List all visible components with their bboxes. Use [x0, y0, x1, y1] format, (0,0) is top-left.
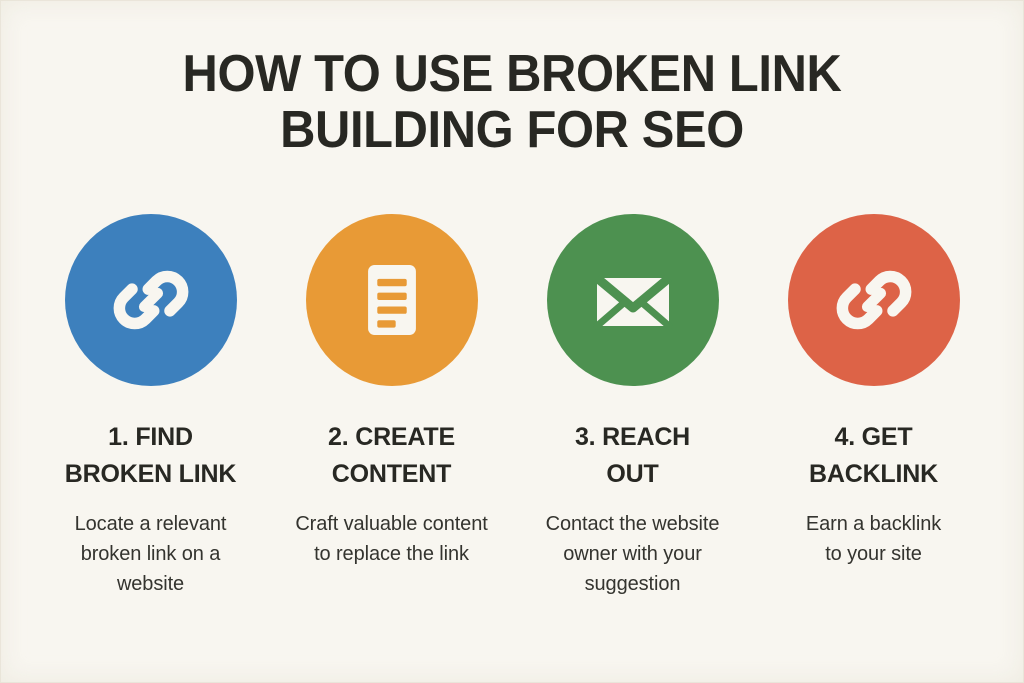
step-3-heading-line-1: 3. REACH: [574, 423, 691, 451]
step-4-description: Earn a backlink to your site: [805, 513, 942, 565]
step-4-icon-circle: [787, 214, 960, 386]
step-3-reach-out: 3. REACH OUT Contact the website owner w…: [512, 214, 753, 599]
step-2-heading: 2. CREATE CONTENT: [328, 419, 455, 493]
step-3-description: Contact the website owner with your sugg…: [545, 513, 720, 595]
step-1-description: Locate a relevant broken link on a websi…: [74, 513, 227, 595]
step-3-heading-line-2: OUT: [606, 460, 659, 488]
envelope-icon: [593, 274, 672, 330]
step-2-heading-line-2: CONTENT: [331, 460, 452, 488]
step-4-heading-line-1: 4. GET: [834, 423, 913, 451]
step-4-heading-line-2: BACKLINK: [809, 460, 938, 488]
step-3-icon-circle: [546, 214, 719, 386]
page-title-line-2: BUILDING FOR SEO: [280, 101, 744, 159]
chain-link-icon: [113, 270, 188, 330]
chain-link-icon: [836, 270, 911, 330]
step-4-heading: 4. GET BACKLINK: [809, 419, 938, 493]
step-4-get-backlink: 4. GET BACKLINK Earn a backlink to your …: [753, 214, 994, 569]
step-2-heading-line-1: 2. CREATE: [328, 423, 455, 451]
page-title-line-1: HOW TO USE BROKEN LINK: [182, 45, 842, 103]
page-title: HOW TO USE BROKEN LINK BUILDING FOR SEO: [0, 46, 1024, 158]
step-3-heading: 3. REACH OUT: [575, 419, 690, 493]
step-1-heading: 1. FIND BROKEN LINK: [64, 419, 237, 493]
step-1-icon-circle: [64, 214, 237, 386]
step-2-description: Craft valuable content to replace the li…: [295, 513, 488, 565]
steps-row: 1. FIND BROKEN LINK Locate a relevant br…: [30, 214, 994, 599]
step-1-heading-line-2: BROKEN LINK: [64, 460, 237, 488]
step-1-heading-line-1: 1. FIND: [108, 423, 193, 451]
step-2-create-content: 2. CREATE CONTENT Craft valuable content…: [271, 214, 512, 569]
step-2-icon-circle: [305, 214, 478, 386]
step-1-find-broken-link: 1. FIND BROKEN LINK Locate a relevant br…: [30, 214, 271, 599]
document-icon: [367, 265, 416, 335]
